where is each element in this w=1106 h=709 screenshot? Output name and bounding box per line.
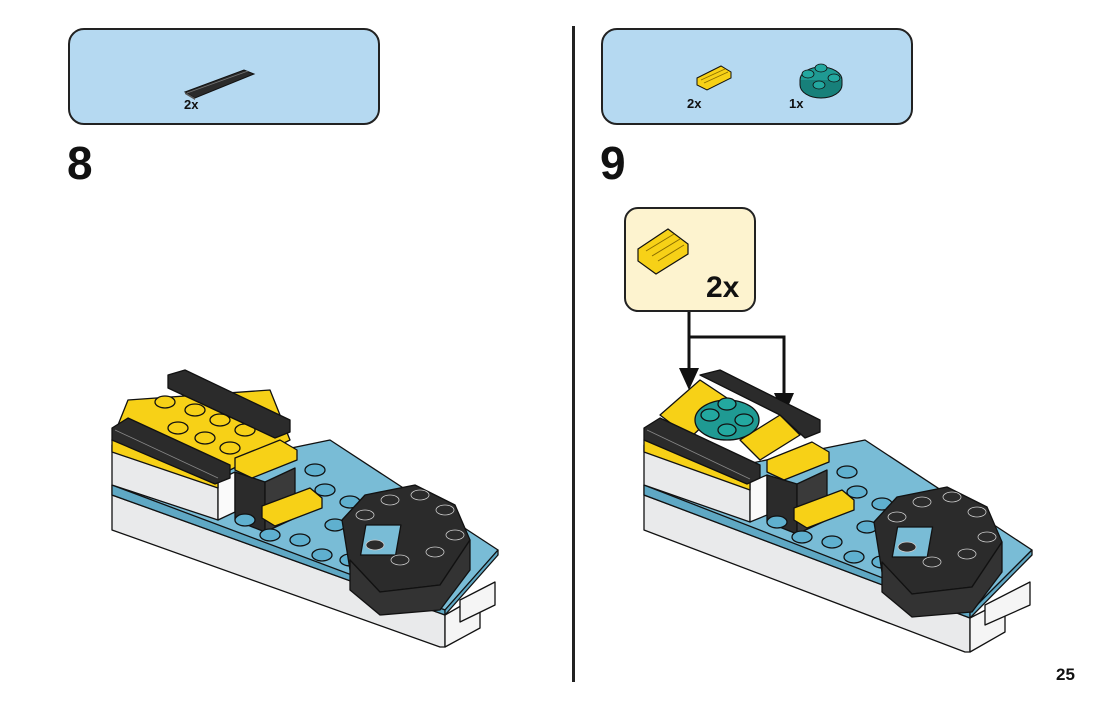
step-9-parts-box: 2x 1x	[601, 28, 913, 125]
page-number: 25	[1056, 665, 1075, 684]
arrow-head-icon	[679, 368, 699, 390]
page-divider	[572, 26, 575, 682]
step-8-number: 8	[67, 137, 93, 189]
part-qty: 2x	[184, 97, 199, 112]
yellow-grille-tile-icon	[696, 65, 732, 91]
black-tile-icon	[183, 69, 256, 100]
part-qty: 2x	[687, 96, 702, 111]
yellow-grille-tile	[739, 414, 801, 461]
black-tile-back	[167, 369, 291, 439]
placement-arrows	[679, 312, 794, 416]
yellow-grille-tile	[261, 487, 323, 527]
yellow-grille-tile-icon	[637, 228, 689, 275]
part-qty: 1x	[789, 96, 804, 111]
step-9-number: 9	[600, 137, 626, 189]
teal-round-plate-icon	[799, 63, 843, 99]
black-tile-front	[111, 417, 231, 485]
sub-step-callout: 2x	[624, 207, 756, 312]
callout-qty: 2x	[706, 271, 740, 304]
step-9-model-illustration	[643, 369, 1033, 653]
step-8-parts-box: 2x	[68, 28, 380, 125]
yellow-grille-tile	[234, 439, 298, 479]
step-8-model-illustration	[111, 369, 499, 648]
